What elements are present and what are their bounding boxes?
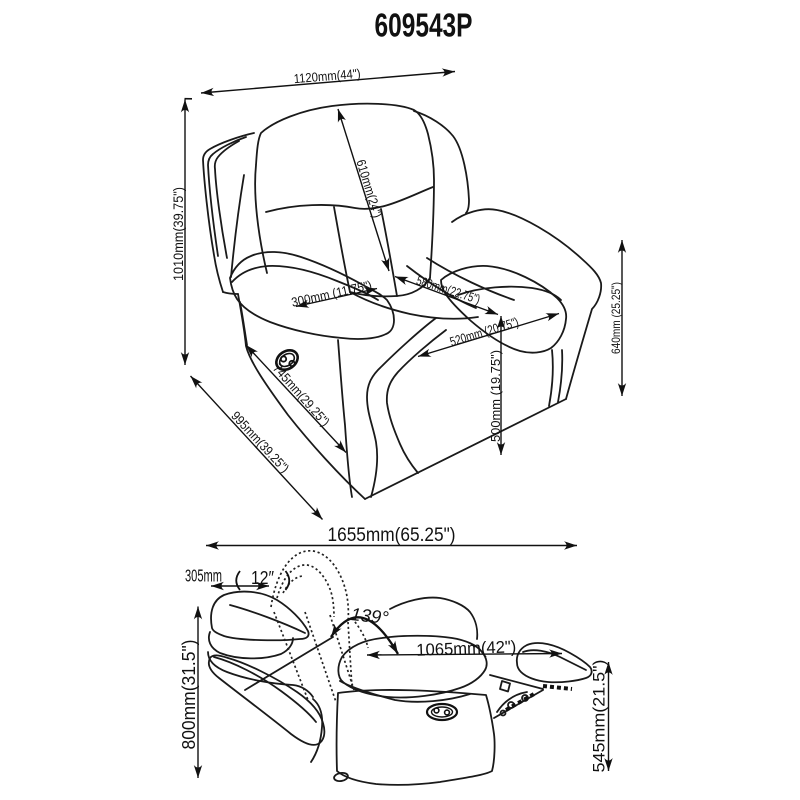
svg-text:800mm(31.5"): 800mm(31.5") [179,640,199,750]
svg-text:12″: 12″ [251,568,275,588]
svg-text:300mm (11.75"): 300mm (11.75") [290,277,373,309]
svg-text:640mm (25.25"): 640mm (25.25") [609,282,623,354]
svg-text:1010mm(39.75"): 1010mm(39.75") [171,187,186,281]
svg-text:745mm(29.25"): 745mm(29.25") [270,361,333,429]
svg-text:580mm(22.75"): 580mm(22.75") [415,273,482,307]
svg-text:1655mm(65.25"): 1655mm(65.25") [328,525,456,546]
svg-text:305mm: 305mm [185,566,222,586]
svg-text:139°: 139° [350,604,390,628]
svg-text:1065mm(42"): 1065mm(42") [416,637,517,659]
svg-text:995mm(39.25"): 995mm(39.25") [228,408,292,475]
svg-text:545mm(21.5"): 545mm(21.5") [590,660,609,773]
svg-text:610mm(24"): 610mm(24") [353,158,385,220]
svg-text:1120mm(44"): 1120mm(44") [293,66,361,86]
svg-text:609543P: 609543P [375,7,473,44]
svg-text:500mm (19.75"): 500mm (19.75") [488,350,503,442]
